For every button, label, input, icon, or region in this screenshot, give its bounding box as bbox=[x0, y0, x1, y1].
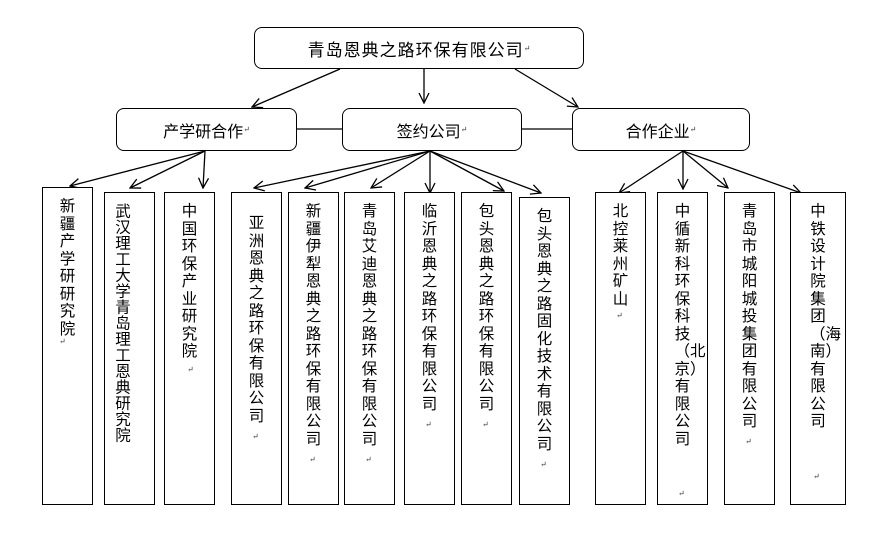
item-label: 青岛市城阳城投集团有限公司 bbox=[741, 202, 758, 430]
partner-item: 青岛市城阳城投集团有限公司 ↵ bbox=[724, 192, 775, 505]
paragraph-mark-icon: ↵ bbox=[689, 125, 697, 134]
arrow-partner-item bbox=[682, 150, 728, 188]
paragraph-mark-icon: ↵ bbox=[59, 337, 66, 346]
paragraph-mark-icon: ↵ bbox=[616, 311, 623, 320]
item-label: 新疆产学研研究院 bbox=[59, 197, 76, 338]
paragraph-mark-icon: ↵ bbox=[460, 125, 468, 134]
paragraph-mark-icon: ↵ bbox=[813, 472, 820, 481]
item-label: 临沂恩典之路环保有限公司 bbox=[421, 202, 438, 413]
item-label: 包头恩典之路环保有限公司 bbox=[478, 202, 495, 413]
research-item: 武汉理工大学青岛理工恩典研究院 bbox=[104, 192, 155, 505]
category-research: 产学研合作↵ bbox=[116, 108, 297, 151]
research-item: 新疆产学研研究院 ↵ bbox=[42, 187, 93, 505]
arrow-contract-item bbox=[429, 150, 541, 193]
category-label: 合作企业 bbox=[625, 121, 690, 141]
paragraph-mark-icon: ↵ bbox=[745, 437, 752, 446]
paragraph-mark-icon: ↵ bbox=[425, 420, 432, 429]
arrow-partner-item bbox=[619, 150, 684, 193]
contract-item: 新疆伊犁恩典之路环保有限公司 ↵ bbox=[288, 192, 339, 505]
paragraph-mark-icon: ↵ bbox=[187, 365, 194, 374]
paragraph-mark-icon: ↵ bbox=[243, 125, 250, 134]
arrow-contract-item bbox=[254, 150, 431, 188]
contract-item: 包头恩典之路环保有限公司 ↵ bbox=[461, 192, 512, 505]
arrow-contract-item bbox=[305, 150, 431, 188]
item-label: 新疆伊犁恩典之路环保有限公司 bbox=[305, 202, 322, 448]
partner-item: 北控莱州矿山 ↵ bbox=[595, 192, 646, 505]
paragraph-mark-icon: ↵ bbox=[540, 460, 547, 469]
item-label: 北控莱州矿山 bbox=[612, 202, 629, 308]
item-label: 青岛艾迪恩典之路环保有限公司 bbox=[361, 202, 378, 448]
paragraph-mark-icon: ↵ bbox=[482, 420, 489, 429]
contract-item: 青岛艾迪恩典之路环保有限公司 ↵ bbox=[344, 192, 395, 505]
arrow-root-to-research bbox=[252, 68, 341, 107]
category-partner: 合作企业↵ bbox=[572, 108, 750, 151]
arrow-root-to-partner bbox=[514, 68, 578, 107]
contract-item: 临沂恩典之路环保有限公司 ↵ bbox=[404, 192, 455, 505]
root-node: 青岛恩典之路环保有限公司↵ bbox=[254, 27, 584, 69]
item-label: 包头恩典之路固化技术有限公司 bbox=[536, 207, 553, 453]
arrow-research-item bbox=[130, 150, 206, 188]
item-label: 武汉理工大学青岛理工恩典研究院 bbox=[113, 203, 131, 443]
research-item: 中国环保产业研究院 ↵ bbox=[164, 192, 215, 505]
category-contract: 签约公司↵ bbox=[342, 108, 522, 151]
partner-item: 中铁设计院集团（海南）有限公司 ↵ bbox=[790, 192, 846, 505]
category-label: 签约公司 bbox=[396, 121, 461, 141]
arrow-research-item bbox=[70, 150, 206, 186]
paragraph-mark-icon: ↵ bbox=[678, 489, 685, 498]
item-label: 中循新科环保科技（北京）有限公司 bbox=[674, 202, 706, 448]
contract-item: 包头恩典之路固化技术有限公司 ↵ bbox=[519, 197, 570, 505]
arrow-contract-item bbox=[429, 150, 504, 191]
arrow-contract-item bbox=[371, 150, 431, 188]
root-label: 青岛恩典之路环保有限公司 bbox=[307, 40, 524, 61]
item-label: 亚洲恩典之路环保有限公司 bbox=[248, 214, 265, 425]
paragraph-mark-icon: ↵ bbox=[365, 455, 372, 464]
arrow-research-item bbox=[203, 150, 205, 188]
category-label: 产学研合作 bbox=[163, 121, 244, 141]
item-label: 中国环保产业研究院 bbox=[181, 202, 198, 360]
paragraph-mark-icon: ↵ bbox=[309, 455, 316, 464]
contract-item: 亚洲恩典之路环保有限公司 ↵ bbox=[231, 192, 282, 505]
paragraph-mark-icon: ↵ bbox=[252, 432, 259, 441]
partner-item: 中循新科环保科技（北京）有限公司 ↵ bbox=[657, 192, 708, 505]
paragraph-mark-icon: ↵ bbox=[523, 43, 531, 53]
arrow-partner-item bbox=[682, 150, 801, 193]
item-label: 中铁设计院集团（海南）有限公司 bbox=[810, 202, 842, 430]
